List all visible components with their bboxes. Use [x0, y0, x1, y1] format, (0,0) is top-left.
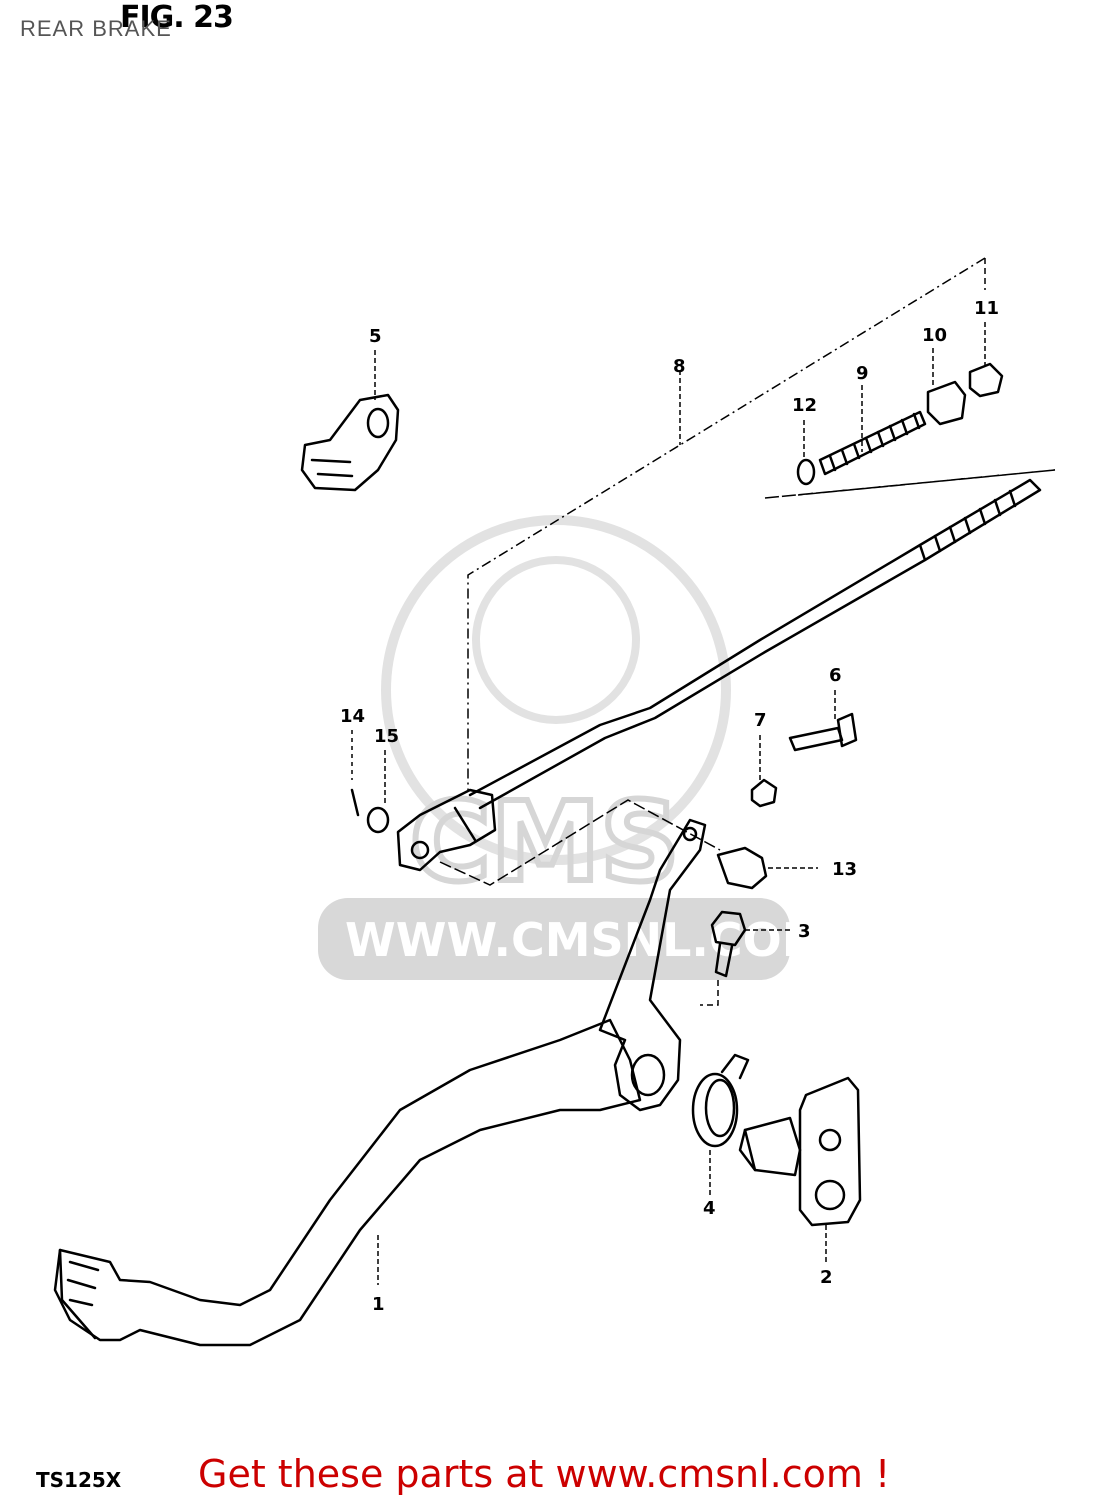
watermark-logo: CMS: [410, 778, 679, 906]
callout-13[interactable]: 13: [832, 859, 857, 880]
part-cotter-pin[interactable]: [350, 788, 360, 817]
figure-subtitle: REAR BRAKE: [20, 16, 172, 41]
part-link-nut[interactable]: [750, 778, 778, 808]
callout-2[interactable]: 2: [820, 1267, 833, 1288]
figure-title: FIG. 23: [120, 0, 234, 35]
part-pin[interactable]: [716, 846, 768, 890]
leader-lines: [351, 257, 1056, 1285]
part-brake-pedal[interactable]: [53, 818, 707, 1347]
callout-8[interactable]: 8: [673, 356, 686, 377]
callout-14[interactable]: 14: [340, 706, 365, 727]
callout-4[interactable]: 4: [703, 1198, 716, 1219]
part-spring[interactable]: [691, 1053, 750, 1148]
callout-7[interactable]: 7: [754, 710, 767, 731]
part-adjust-nut[interactable]: [968, 362, 1004, 398]
part-rod-spring[interactable]: [818, 410, 927, 476]
cta-link[interactable]: Get these parts at www.cmsnl.com !: [198, 1452, 891, 1496]
callout-9[interactable]: 9: [856, 363, 869, 384]
callout-12[interactable]: 12: [792, 395, 817, 416]
part-bracket[interactable]: [300, 393, 400, 492]
part-joint[interactable]: [926, 380, 967, 426]
model-code: TS125X: [36, 1468, 122, 1492]
watermark-url: WWW.CMSNL.COM: [345, 913, 828, 967]
watermark: CMS WWW.CMSNL.COM: [318, 515, 828, 980]
callout-6[interactable]: 6: [829, 665, 842, 686]
callouts: 1 2 3 4 5 6 7 8 9 10 11 12 13 14 15: [340, 298, 999, 1315]
callout-5[interactable]: 5: [369, 326, 382, 347]
part-washer[interactable]: [796, 458, 816, 486]
callout-1[interactable]: 1: [372, 1294, 385, 1315]
callout-15[interactable]: 15: [374, 726, 399, 747]
part-plate[interactable]: [738, 1076, 862, 1227]
callout-10[interactable]: 10: [922, 325, 947, 346]
callout-11[interactable]: 11: [974, 298, 999, 319]
part-pin-washer[interactable]: [366, 806, 390, 834]
part-link-bolt[interactable]: [788, 712, 858, 752]
part-rod[interactable]: [396, 478, 1042, 872]
callout-3[interactable]: 3: [798, 921, 811, 942]
